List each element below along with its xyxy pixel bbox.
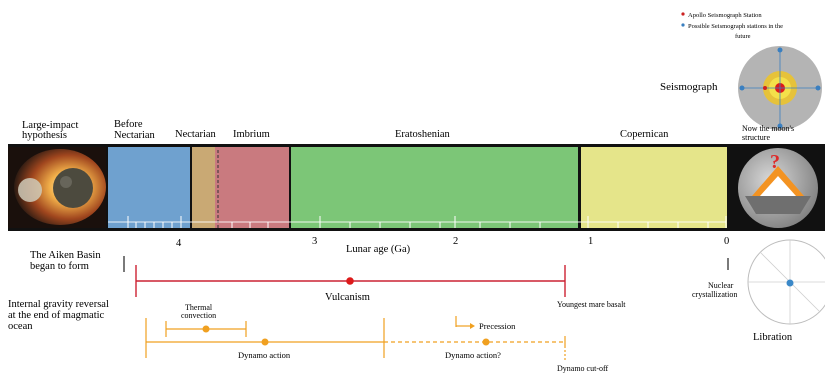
period-label-copernican: Copernican xyxy=(620,129,669,140)
period-label-before-nectarian: Before xyxy=(114,119,143,130)
period-copernican xyxy=(581,147,727,228)
vulcanism-label: Vulcanism xyxy=(325,292,370,303)
legend-possible-stations-cont: future xyxy=(735,33,751,40)
dynamo-cutoff-label: Dynamo cut-off xyxy=(557,364,609,373)
legend-possible-stations: Possible Seismograph stations in the xyxy=(688,23,783,30)
libration-label: Libration xyxy=(753,332,793,343)
legend-apollo-station: Apollo Seismograph Station xyxy=(688,12,762,19)
aiken-basin-label: The Aiken Basin xyxy=(30,250,101,261)
nuclear-crystallization-label-cont: crystallization xyxy=(692,290,737,299)
libration-moon-marker xyxy=(786,279,794,287)
precession-label: Precession xyxy=(479,321,516,331)
axis-title: Lunar age (Ga) xyxy=(346,244,411,255)
thermal-convection-label-cont: convection xyxy=(181,311,216,320)
apollo-marker xyxy=(763,86,767,90)
thermal-convection-marker xyxy=(202,325,210,333)
period-label-nectarian: Nectarian xyxy=(175,129,217,140)
gravity-reversal-label: Internal gravity reversal xyxy=(8,299,109,310)
aiken-basin-label-cont: began to form xyxy=(30,261,89,272)
dynamo-uncertain-marker xyxy=(482,338,490,346)
now-moon-label-cont: structure xyxy=(742,133,770,142)
axis-tick-3: 3 xyxy=(312,236,317,247)
possible-station-marker xyxy=(681,23,685,27)
vulcanism-peak-marker xyxy=(346,277,354,285)
dynamo-action-marker xyxy=(261,338,269,346)
moon-structure-image: ? xyxy=(733,147,825,228)
station-marker xyxy=(739,85,745,91)
period-eratoshenian xyxy=(291,147,578,228)
now-moon-label: Now the moon's xyxy=(742,124,794,133)
question-mark: ? xyxy=(770,151,780,173)
thermal-convection-label: Thermal xyxy=(185,303,213,312)
dynamo-action-uncertain-bar xyxy=(384,336,566,348)
legend: Apollo Seismograph Station Possible Seis… xyxy=(681,12,783,40)
period-label-imbrium: Imbrium xyxy=(233,129,270,140)
period-imbrium xyxy=(215,147,289,228)
station-marker xyxy=(777,47,783,53)
dynamo-action-label: Dynamo action xyxy=(238,350,291,360)
youngest-mare-label: Youngest mare basalt xyxy=(557,300,626,309)
nuclear-crystallization-label: Nuclear xyxy=(708,281,734,290)
axis-tick-1: 1 xyxy=(588,236,593,247)
period-label-eratoshenian: Eratoshenian xyxy=(395,129,451,140)
gravity-reversal-label-cont2: ocean xyxy=(8,321,33,332)
period-nectarian xyxy=(192,147,215,228)
apollo-station-marker xyxy=(681,12,685,16)
period-before-nectarian xyxy=(108,147,190,228)
impact-label-cont: hypothesis xyxy=(22,130,67,141)
station-marker xyxy=(777,123,783,129)
libration-diagram xyxy=(747,239,825,325)
precession-arrowhead-icon xyxy=(470,323,475,329)
axis-tick-0: 0 xyxy=(724,236,729,247)
seismograph-label: Seismograph xyxy=(660,81,718,93)
seismograph-globe xyxy=(738,46,822,130)
vulcanism-bar xyxy=(135,265,566,297)
precession-arrow xyxy=(455,316,470,327)
axis-ticks xyxy=(108,216,727,228)
impact-label: Large-impact xyxy=(22,120,78,131)
axis-tick-4: 4 xyxy=(176,238,182,249)
gravity-reversal-label-cont: at the end of magmatic xyxy=(8,310,105,321)
dynamo-action-uncertain-label: Dynamo action? xyxy=(445,350,501,360)
impact-image xyxy=(8,147,106,228)
axis-tick-2: 2 xyxy=(453,236,458,247)
station-marker xyxy=(815,85,821,91)
period-label-before-nectarian-cont: Nectarian xyxy=(114,130,156,141)
